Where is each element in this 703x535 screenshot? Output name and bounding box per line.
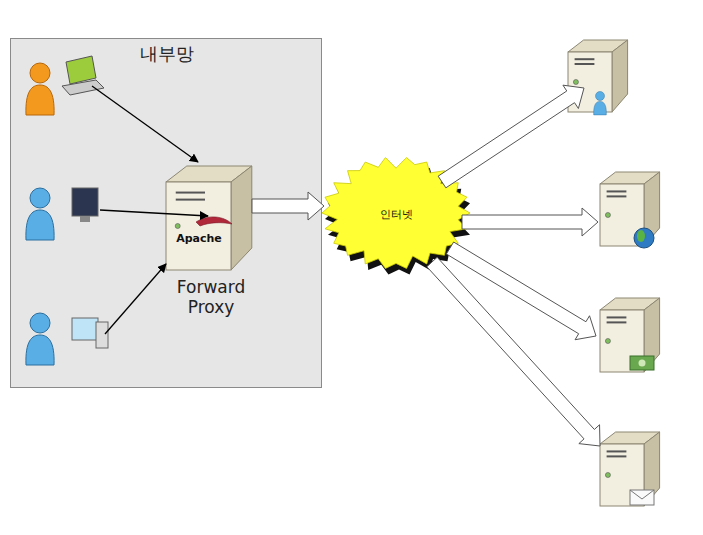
server-front: [600, 184, 644, 246]
server-label: Forward Proxy: [166, 278, 256, 317]
globe-land: [637, 230, 645, 242]
server-top: [600, 432, 660, 444]
user-body: [594, 101, 607, 115]
power-led: [175, 224, 180, 229]
drive-slot: [607, 321, 627, 323]
proxy-server: ApacheForward Proxy: [166, 166, 256, 326]
connector-arrow: [252, 192, 324, 220]
money-mark: [639, 360, 646, 367]
outbound-arrow: [427, 257, 600, 446]
server-front: [568, 52, 612, 112]
laptop-screen: [66, 56, 96, 84]
remote-servers: [568, 40, 660, 506]
power-led: [605, 339, 610, 344]
outbound-arrow: [438, 85, 584, 188]
server-brand: Apache: [166, 233, 232, 246]
internet-cloud: 인터넷: [318, 148, 474, 278]
monitor-screen: [72, 188, 98, 216]
pc-tower: [96, 322, 108, 348]
envelope-icon: [630, 490, 654, 505]
envelope-flap: [630, 490, 654, 499]
request-arrow: [92, 86, 198, 162]
drive-slot: [607, 455, 627, 457]
laptop-base: [62, 80, 104, 95]
drive-slot: [575, 58, 595, 60]
apache-feather: [196, 217, 232, 226]
drive-slot: [575, 63, 595, 65]
monitor-stand: [80, 216, 90, 222]
pc-screen: [72, 318, 98, 340]
power-led: [605, 473, 610, 478]
server-top: [600, 298, 660, 310]
server-top: [568, 40, 628, 52]
network-zone: ApacheForward Proxy 내부망: [10, 38, 322, 388]
outbound-arrow: [462, 208, 598, 236]
zone-title: 내부망: [11, 44, 323, 65]
user-body: [26, 335, 54, 365]
cloud-label: 인터넷: [321, 209, 471, 222]
drive-slot: [607, 195, 627, 197]
drive-slot: [607, 190, 627, 192]
drive-slot: [607, 316, 627, 318]
users: [26, 56, 108, 365]
server-side: [644, 172, 660, 246]
power-led: [605, 213, 610, 218]
server-side: [644, 432, 660, 506]
request-arrow: [100, 210, 208, 216]
outbound-arrow: [446, 242, 596, 340]
globe-icon: [634, 228, 654, 248]
burst-fill: [322, 158, 470, 269]
server-side: [644, 298, 660, 372]
server-side: [612, 40, 628, 112]
money-icon: [630, 356, 654, 370]
power-led: [573, 80, 578, 85]
server-front: [166, 182, 231, 270]
server-front: [600, 444, 644, 506]
user-head: [30, 313, 50, 333]
server-side: [231, 166, 252, 270]
user-body: [26, 85, 54, 115]
user-head: [30, 188, 50, 208]
server-top: [600, 172, 660, 184]
user-head: [30, 63, 50, 83]
drive-slot: [176, 192, 205, 194]
drive-slot: [607, 450, 627, 452]
server-front: [600, 310, 644, 372]
drive-slot: [176, 199, 205, 201]
request-arrow: [105, 264, 166, 334]
user-head: [596, 92, 605, 101]
user-body: [26, 210, 54, 240]
